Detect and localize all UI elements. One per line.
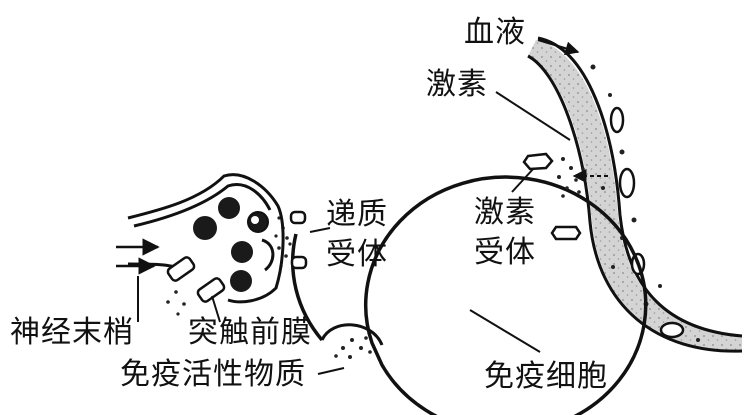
neurotransmitter-receptor	[289, 210, 308, 270]
label-presynaptic-membrane: 突触前膜	[188, 315, 312, 350]
label-hormone-receptor-line2: 受体	[474, 235, 536, 270]
blood-vessel	[527, 36, 743, 353]
immune-cell-bulge	[320, 323, 384, 346]
label-blood: 血液	[464, 15, 526, 50]
label-hormone: 激素	[426, 67, 488, 102]
label-immune-cell: 免疫细胞	[484, 359, 608, 394]
label-hormone-receptor-line1: 激素	[474, 195, 536, 230]
nerve-ending-dots	[166, 290, 186, 316]
label-nerve-ending: 神经末梢	[10, 315, 134, 350]
immune-cell	[290, 175, 648, 415]
leader-lines	[137, 39, 580, 375]
hormone-receptor	[522, 152, 582, 241]
nerve-ending-channels	[166, 256, 226, 303]
label-immunoactive-substance: 免疫活性物质	[120, 357, 306, 392]
blood-cells	[609, 106, 685, 339]
label-neurotransmitter-receptor-line1: 递质	[326, 197, 388, 232]
immunoactive-particles	[334, 336, 372, 359]
vesicles	[193, 197, 275, 292]
label-neurotransmitter-receptor-line2: 受体	[326, 237, 388, 272]
